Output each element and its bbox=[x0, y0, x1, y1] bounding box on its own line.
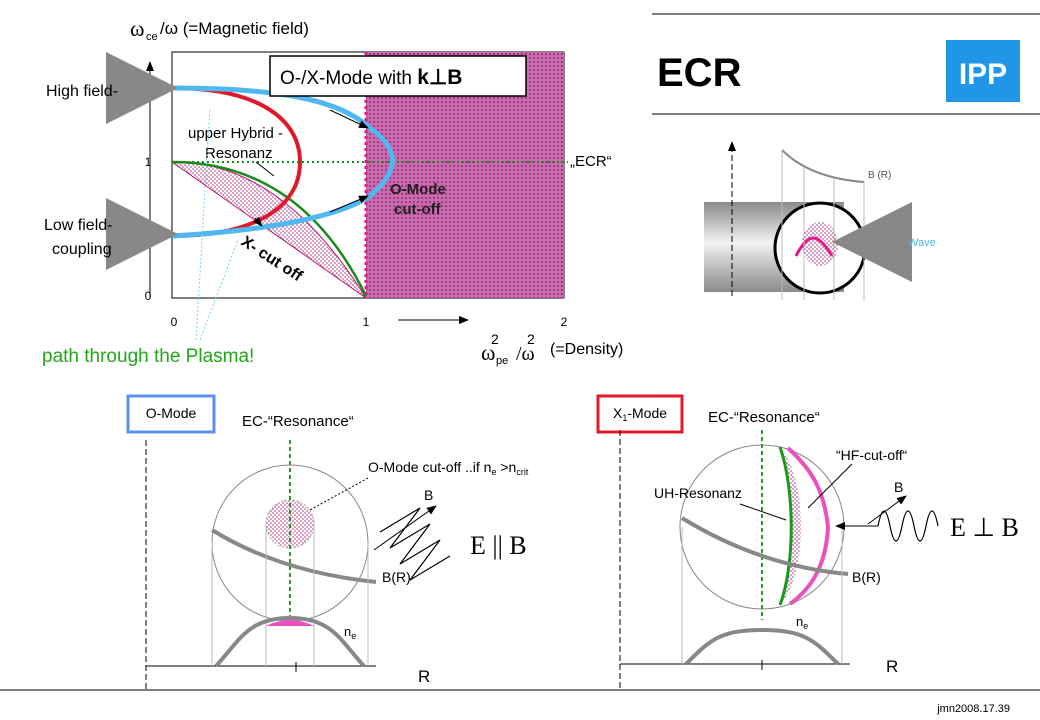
low-field-label-1: Low field- bbox=[44, 217, 112, 234]
x-b-arrow bbox=[867, 495, 907, 525]
x-uh-pointer bbox=[739, 503, 787, 521]
o-b-label: B bbox=[424, 487, 433, 503]
x-axis-sup: 2 bbox=[491, 331, 499, 347]
x-axis-omega: ω bbox=[481, 340, 495, 365]
density-bump bbox=[794, 236, 834, 257]
footer-id: jmn2008.17.39 bbox=[936, 703, 1010, 715]
o-mode-resonance: EC-“Resonance“ bbox=[242, 413, 354, 430]
y-axis-suffix: /ω (=Magnetic field) bbox=[160, 19, 309, 38]
path-label: path through the Plasma! bbox=[42, 346, 254, 367]
low-field-label-2: coupling bbox=[52, 241, 112, 258]
slide-title: ECR bbox=[657, 51, 742, 95]
o-mode-badge bbox=[126, 394, 216, 434]
o-mode-cutoff-label-1: O-Mode bbox=[390, 181, 446, 198]
upper-hybrid-label-2: Resonanz bbox=[205, 145, 273, 162]
y-axis-sub: ce bbox=[146, 31, 158, 43]
x-cutoff-arrow bbox=[253, 216, 263, 227]
plasma-cross-section: B (R) Wave bbox=[704, 141, 936, 300]
br-label: B (R) bbox=[868, 170, 891, 181]
x-mode-badge-text: X1-Mode bbox=[613, 405, 667, 423]
x-hf-cutoff-label: “HF-cut-off“ bbox=[836, 447, 908, 463]
x-e-label: E ⊥ B bbox=[950, 513, 1019, 542]
plasma-core bbox=[802, 222, 838, 266]
o-cutoff-label: O-Mode cut-off ..if ne >ncrit bbox=[368, 459, 529, 477]
x-cutoff-region bbox=[170, 161, 367, 299]
x-br-label: B(R) bbox=[852, 569, 881, 585]
x-tick-1: 1 bbox=[363, 315, 370, 329]
y-tick-1: 1 bbox=[145, 155, 152, 169]
path-arrow-2 bbox=[329, 195, 369, 213]
path-pointer-2 bbox=[195, 107, 211, 341]
x-axis-sup2: 2 bbox=[527, 331, 535, 347]
high-field-label: High field- bbox=[46, 83, 118, 100]
o-mode-badge-text: O-Mode bbox=[146, 405, 197, 421]
y-axis-omega: ω bbox=[130, 16, 144, 41]
o-ne-profile bbox=[214, 615, 366, 668]
x-uh-curve bbox=[778, 446, 793, 606]
upper-hybrid-label-1: upper Hybrid - bbox=[188, 125, 283, 142]
x-hf-cutoff-curve bbox=[786, 446, 831, 606]
ipp-logo: IPP bbox=[946, 40, 1020, 102]
o-cutoff-pointer bbox=[309, 477, 369, 511]
x-mode-badge bbox=[596, 394, 684, 434]
green-curve bbox=[171, 160, 368, 297]
x-mode-panel: X1-Mode EC-“Resonance“ R ne “HF-cut-off“… bbox=[596, 394, 1019, 690]
x-tick-0: 0 bbox=[171, 315, 178, 329]
mode-box-text: O-/X-Mode with k⊥B bbox=[280, 66, 462, 89]
o-mode-panel: O-Mode EC-“Resonance“ R ne O-Mode cut-of… bbox=[126, 394, 529, 690]
x-axis-suffix: (=Density) bbox=[550, 341, 623, 358]
x-tick-2: 2 bbox=[561, 315, 568, 329]
o-r-label: R bbox=[418, 667, 430, 686]
dispersion-diagram: 0 1 2 0 1 ω ce /ω (=Magnetic field) ω pe… bbox=[42, 16, 623, 367]
path-pointer-1 bbox=[199, 239, 239, 341]
uh-pointer bbox=[255, 161, 275, 177]
x-axis-sub: pe bbox=[496, 355, 508, 367]
wave-label: Wave bbox=[908, 237, 936, 249]
x-uh-label: UH-Resonanz bbox=[654, 485, 742, 501]
x-axis-mid: /ω bbox=[516, 343, 535, 365]
o-e-label: E || B bbox=[470, 531, 527, 560]
x-br-curve bbox=[680, 516, 849, 576]
o-ne-overdense bbox=[266, 620, 314, 626]
br-curve bbox=[781, 149, 865, 183]
x-r-label: R bbox=[886, 657, 898, 676]
x-ne-label: ne bbox=[796, 614, 808, 631]
ecr-label: „ECR“ bbox=[570, 153, 612, 170]
o-ne-label: ne bbox=[344, 624, 356, 641]
x-wave bbox=[877, 510, 939, 542]
x-ne-profile bbox=[684, 627, 840, 666]
o-br-label: B(R) bbox=[382, 569, 411, 585]
x-hf-pointer bbox=[807, 463, 853, 509]
path-arrow-1 bbox=[329, 109, 369, 129]
o-mode-cutoff-label-2: cut-off bbox=[394, 201, 442, 218]
x-mode-resonance: EC-“Resonance“ bbox=[708, 409, 820, 426]
o-br-curve bbox=[210, 528, 377, 584]
y-tick-0: 0 bbox=[145, 289, 152, 303]
mode-box bbox=[269, 55, 527, 97]
logo-text: IPP bbox=[959, 58, 1007, 91]
x-b-label: B bbox=[894, 479, 903, 495]
o-wave bbox=[379, 507, 451, 581]
